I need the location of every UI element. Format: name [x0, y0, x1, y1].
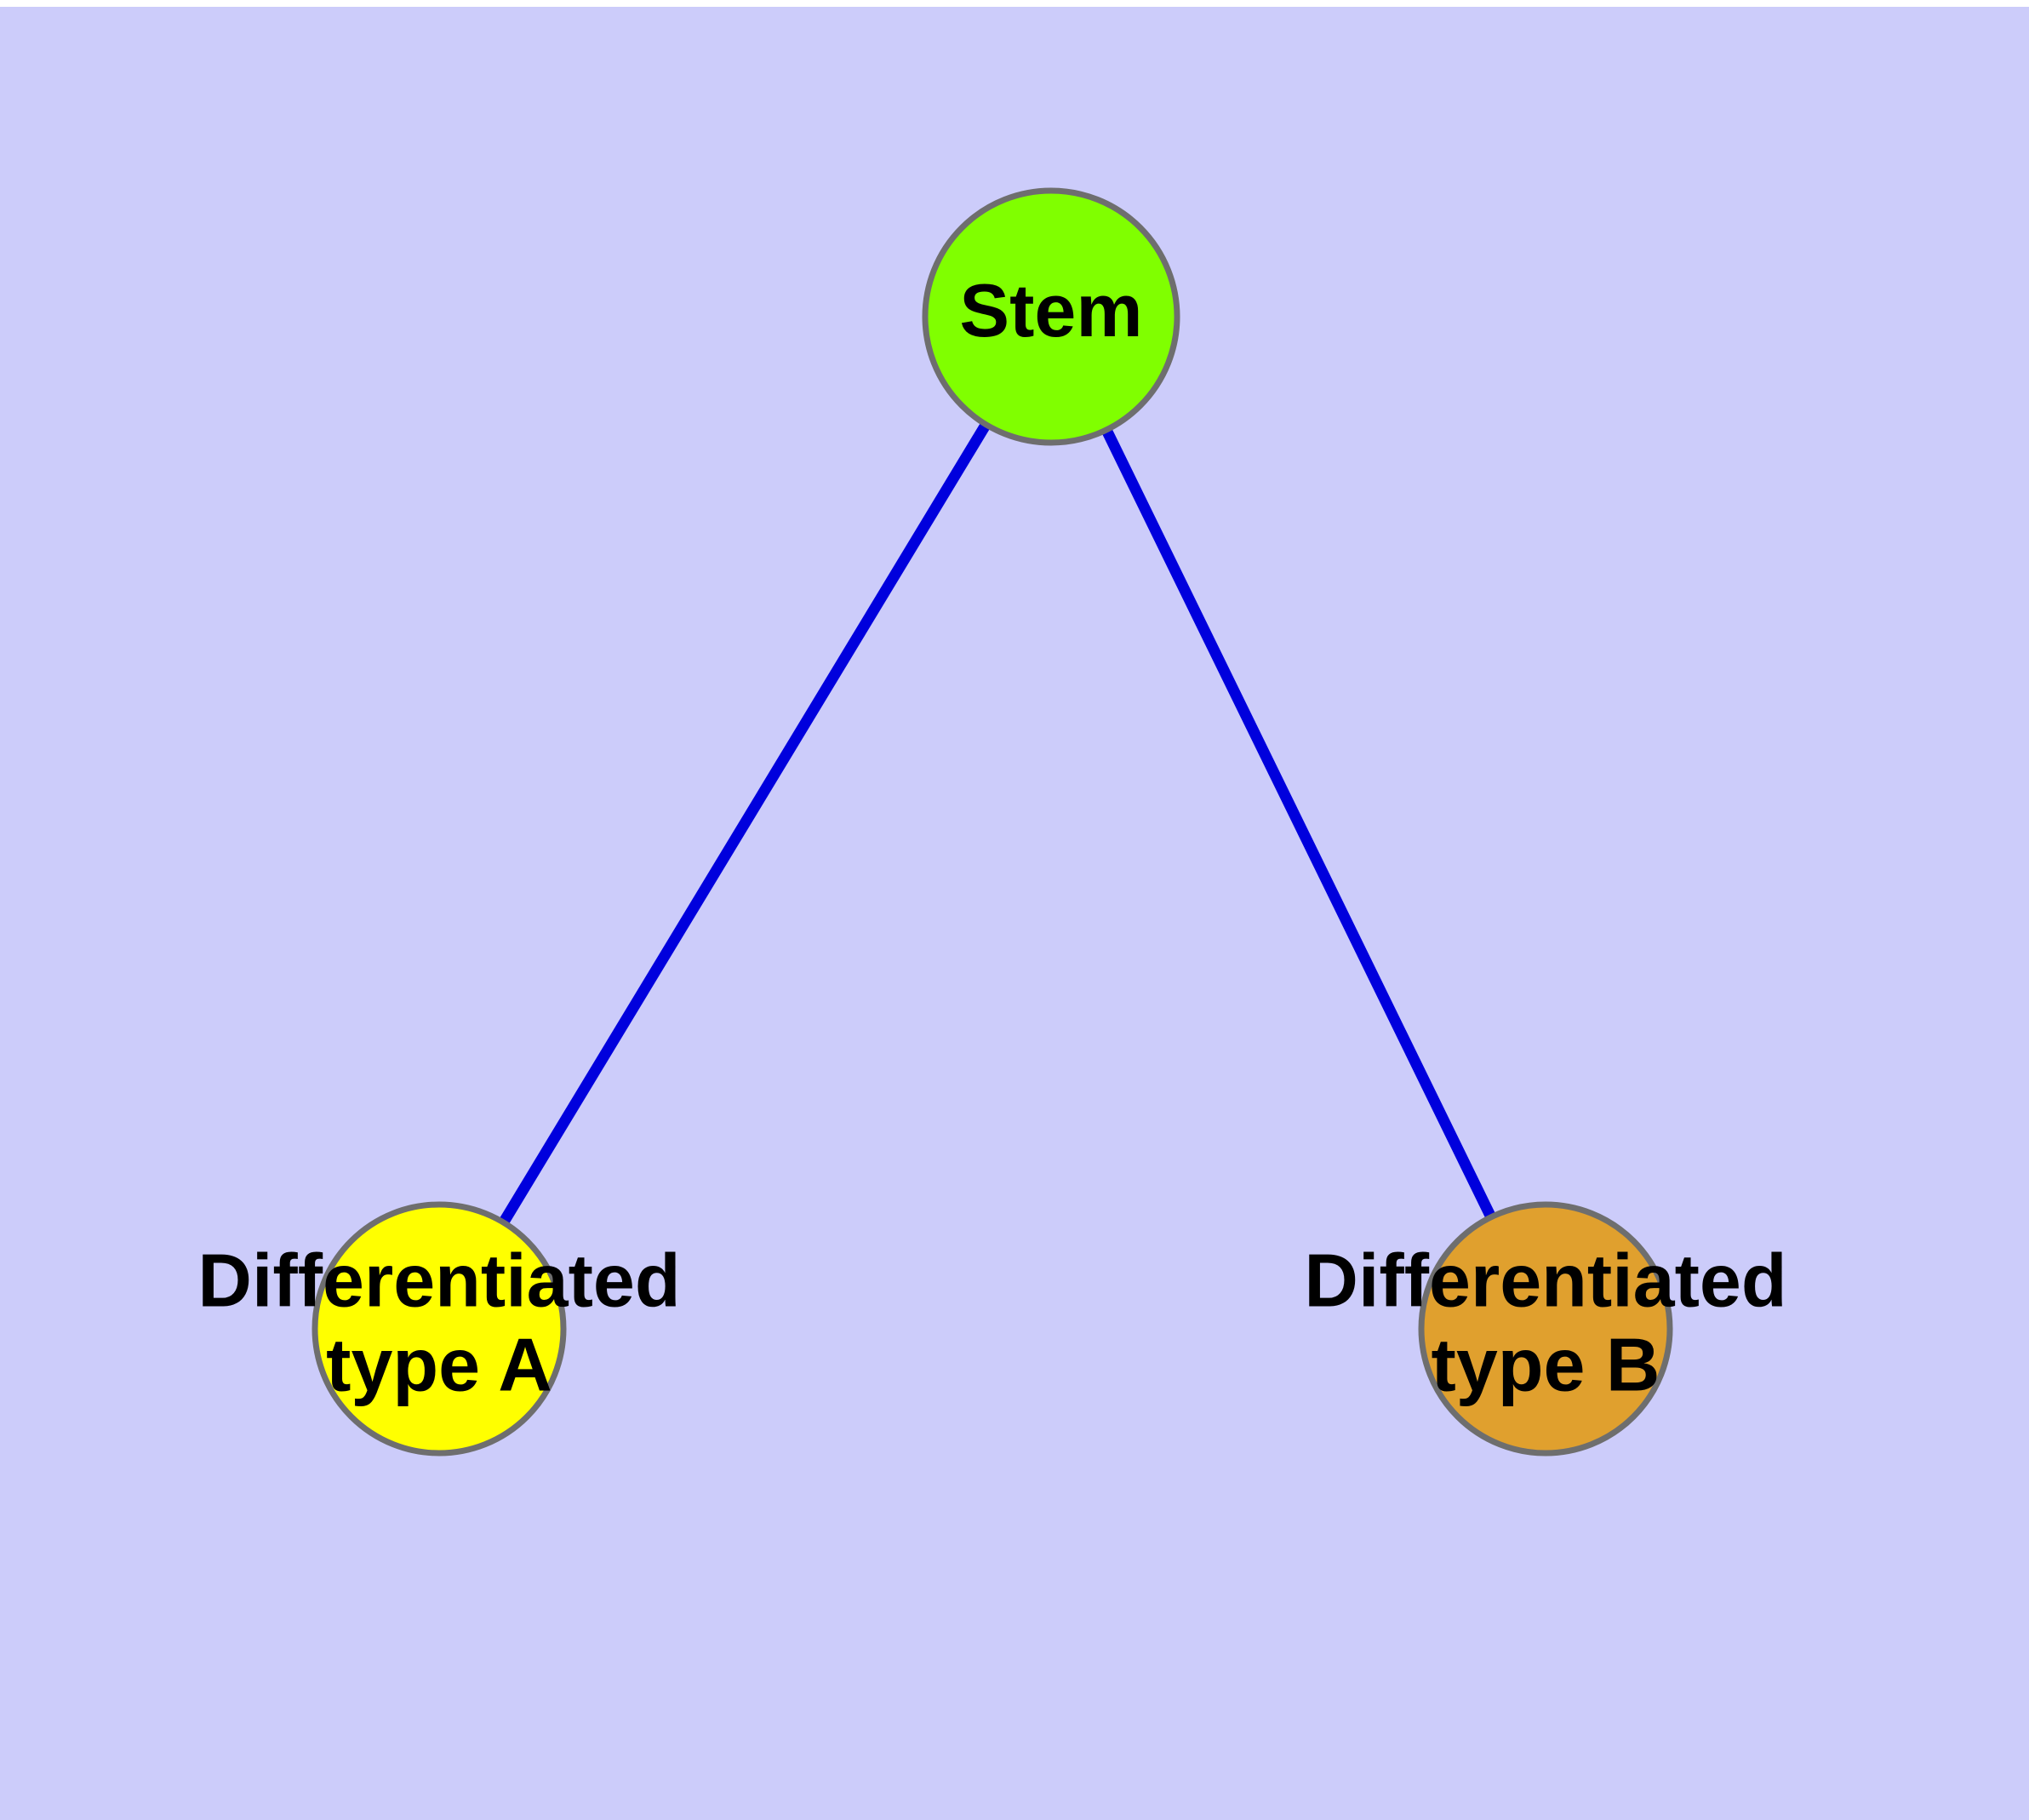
node-label-line: Differentiated: [1304, 1239, 1786, 1323]
graph-node-diff-b[interactable]: [1418, 1201, 1673, 1457]
graph-edge-stem-to-diff-a: [496, 418, 993, 1228]
graph-node-stem[interactable]: [922, 187, 1180, 446]
node-label-line: type B: [1432, 1323, 1660, 1407]
node-label-line: Stem: [959, 268, 1142, 352]
node-label-line: Differentiated: [197, 1239, 680, 1323]
graph-node-diff-a[interactable]: [311, 1201, 567, 1457]
nodes-layer: [311, 187, 1673, 1457]
graph-node-label-stem: Stem: [959, 268, 1142, 352]
node-label-line: type A: [326, 1323, 552, 1407]
edges-layer: [496, 418, 1498, 1228]
graph-edge-stem-to-diff-b: [1100, 424, 1498, 1223]
